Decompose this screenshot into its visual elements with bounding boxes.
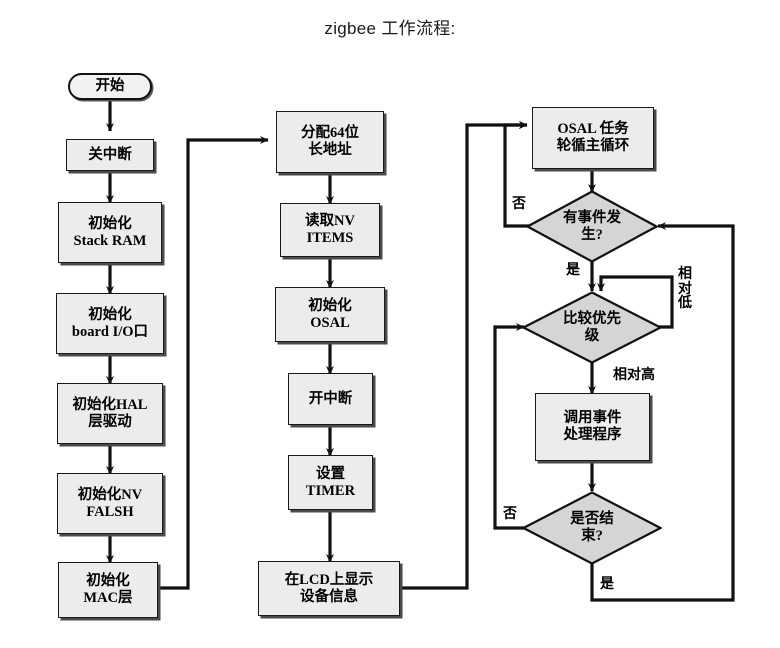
decision-diamond-shape xyxy=(526,190,658,263)
decision-diamond-shape xyxy=(522,291,662,364)
node-read-nv-items-label: 读取NV ITEMS xyxy=(305,213,355,246)
node-init-hal-driver-label: 初始化HAL 层驱动 xyxy=(72,396,148,430)
node-init-board-io-label: 初始化 board I/O口 xyxy=(71,306,149,340)
edge-label-yes-end: 是 xyxy=(600,577,614,592)
node-lcd-show-device-info-label: 在LCD上显示 设备信息 xyxy=(284,571,374,605)
node-init-osal[interactable]: 初始化 OSAL xyxy=(275,287,385,342)
node-init-stack-ram[interactable]: 初始化 Stack RAM xyxy=(58,202,162,263)
node-has-event-label: 有事件发 生? xyxy=(563,209,621,243)
page-title: zigbee 工作流程: xyxy=(324,19,456,38)
node-init-mac-layer[interactable]: 初始化 MAC层 xyxy=(58,562,158,618)
node-enable-interrupt[interactable]: 开中断 xyxy=(288,373,373,425)
node-compare-priority-label: 比较优先 级 xyxy=(563,310,621,344)
node-set-timer-label: 设置 TIMER xyxy=(305,465,356,499)
node-init-mac-layer-label: 初始化 MAC层 xyxy=(83,573,133,606)
node-init-stack-ram-label: 初始化 Stack RAM xyxy=(73,215,147,249)
node-set-timer[interactable]: 设置 TIMER xyxy=(288,455,373,510)
node-call-event-handler[interactable]: 调用事件 处理程序 xyxy=(535,393,650,461)
node-init-hal-driver[interactable]: 初始化HAL 层驱动 xyxy=(57,383,163,444)
node-compare-priority[interactable]: 比较优先 级 xyxy=(522,291,662,364)
node-read-nv-items[interactable]: 读取NV ITEMS xyxy=(280,203,380,257)
node-start[interactable]: 开始 xyxy=(68,73,152,100)
node-has-event[interactable]: 有事件发 生? xyxy=(526,190,658,263)
node-init-nv-falsh-label: 初始化NV FALSH xyxy=(77,486,143,520)
edge-label-no-event: 否 xyxy=(512,197,526,212)
node-enable-interrupt-label: 开中断 xyxy=(308,390,353,407)
node-init-nv-falsh[interactable]: 初始化NV FALSH xyxy=(57,473,163,534)
node-alloc-64bit-address[interactable]: 分配64位 长地址 xyxy=(276,111,384,173)
node-is-end[interactable]: 是否结 束? xyxy=(522,491,662,565)
edge-label-yes-event: 是 xyxy=(566,263,580,278)
edge-label-no-end: 否 xyxy=(503,507,517,522)
node-disable-interrupt-label: 关中断 xyxy=(88,146,132,163)
node-call-event-handler-label: 调用事件 处理程序 xyxy=(563,410,622,443)
node-start-label: 开始 xyxy=(95,78,125,95)
edge-label-relative-low: 相 对 低 xyxy=(678,267,692,312)
node-osal-task-loop[interactable]: OSAL 任务 轮循主循环 xyxy=(532,107,654,169)
node-alloc-64bit-address-label: 分配64位 长地址 xyxy=(301,125,359,158)
node-osal-task-loop-label: OSAL 任务 轮循主循环 xyxy=(556,121,630,154)
node-is-end-label: 是否结 束? xyxy=(570,511,614,544)
node-init-osal-label: 初始化 OSAL xyxy=(308,297,352,331)
node-disable-interrupt[interactable]: 关中断 xyxy=(66,139,154,171)
edge-label-relative-high: 相对高 xyxy=(613,368,655,383)
decision-diamond-shape xyxy=(522,491,662,565)
node-init-board-io[interactable]: 初始化 board I/O口 xyxy=(56,293,164,354)
node-lcd-show-device-info[interactable]: 在LCD上显示 设备信息 xyxy=(258,561,400,616)
